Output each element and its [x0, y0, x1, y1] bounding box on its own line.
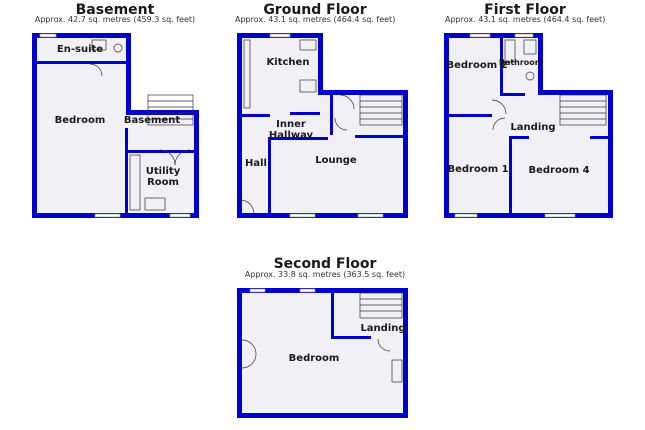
basement-room-ensuite: En-suite	[57, 44, 103, 55]
first-room-landing: Landing	[510, 122, 555, 133]
basement-title: Basement	[75, 2, 155, 18]
first-room-bedroom-2: Bedroom 2	[446, 60, 507, 71]
basement-room-basement: Basement	[124, 115, 180, 126]
ground-room-kitchen: Kitchen	[267, 57, 310, 68]
ground-room-inner-line1: Inner	[276, 119, 306, 130]
basement-room-utility-line2: Room	[147, 177, 179, 188]
second-room-bedroom: Bedroom	[289, 353, 340, 364]
basement-area: Approx. 42.7 sq. metres (459.3 sq. feet)	[34, 15, 196, 24]
first-floor-plan: Bedroom 2 Bathroom Landing Bedroom 1 Bed…	[444, 33, 613, 218]
ground-floor-area: Approx. 43.1 sq. metres (464.4 sq. feet)	[235, 15, 396, 24]
first-floor-title: First Floor	[484, 2, 566, 18]
first-floor-area: Approx. 43.1 sq. metres (464.4 sq. feet)	[445, 15, 606, 24]
second-floor-title: Second Floor	[273, 256, 377, 272]
second-floor-plan: Bedroom Landing	[237, 288, 408, 418]
basement-plan: En-suite Bedroom Basement Utility Room	[32, 33, 199, 218]
ground-room-inner-line2: Hallway	[269, 130, 314, 141]
second-floor-area: Approx. 33.8 sq. metres (363.5 sq. feet)	[244, 270, 406, 279]
ground-room-hall: Hall	[245, 158, 267, 169]
ground-room-lounge: Lounge	[315, 155, 357, 166]
ground-floor-plan: Kitchen Inner Hallway Hall Lounge	[237, 33, 408, 218]
ground-floor-title: Ground Floor	[263, 2, 367, 18]
basement-room-bedroom: Bedroom	[55, 115, 106, 126]
second-room-landing: Landing	[360, 323, 405, 334]
basement-room-utility-line1: Utility	[146, 166, 181, 177]
first-room-bedroom-1: Bedroom 1	[447, 164, 508, 175]
first-room-bathroom: Bathroom	[499, 58, 543, 67]
first-room-bedroom-4: Bedroom 4	[528, 165, 589, 176]
